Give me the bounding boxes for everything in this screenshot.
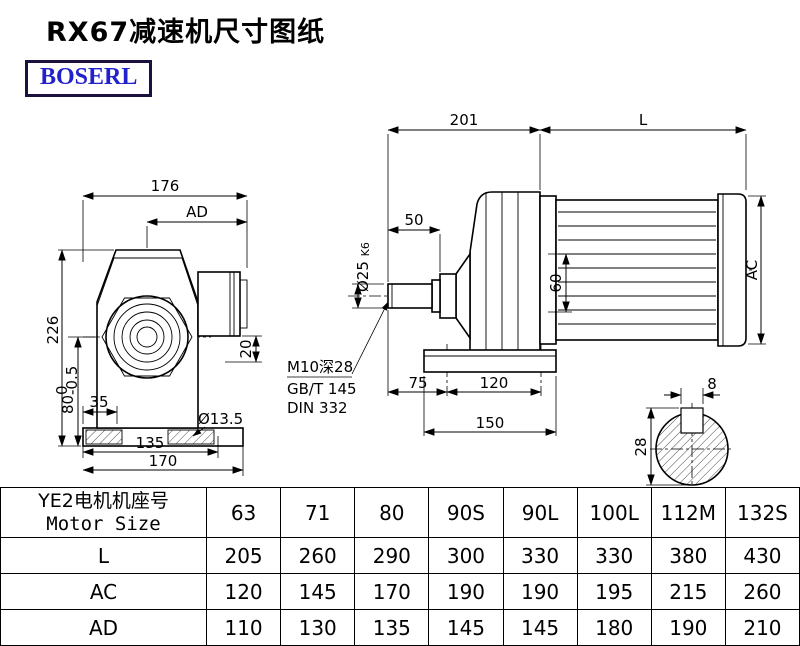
table-header-row: YE2电机机座号 Motor Size 63 71 80 90S 90L 100… <box>0 487 800 538</box>
dim-shaft-dia: Ø25 K6 <box>352 242 384 309</box>
dim-key-width: 8 <box>664 375 720 404</box>
dim-176: 176 <box>82 177 248 268</box>
motor-size-cell: 90S <box>428 487 504 538</box>
motor-size-cell: 112M <box>650 487 726 538</box>
value-cell: 430 <box>724 537 800 574</box>
motor-size-table: YE2电机机座号 Motor Size 63 71 80 90S 90L 100… <box>0 487 800 646</box>
note-thread: M10深28 <box>287 358 353 376</box>
value-cell: 190 <box>502 573 578 610</box>
header-label-cell: YE2电机机座号 Motor Size <box>0 487 207 538</box>
dim-170-label: 170 <box>149 452 178 470</box>
value-cell: 205 <box>205 537 282 574</box>
dim-226-label: 226 <box>44 316 62 345</box>
dim-150-label: 150 <box>476 414 505 432</box>
shaft-dia-label: Ø25 <box>354 261 372 292</box>
row-label-cell: AC <box>0 573 207 610</box>
dim-ac: AC <box>743 195 766 345</box>
value-cell: 300 <box>428 537 504 574</box>
page-title: RX67减速机尺寸图纸 <box>46 17 326 48</box>
motor-cooling-fins <box>558 211 716 325</box>
header-label-cn: YE2电机机座号 <box>38 489 169 512</box>
value-cell: 380 <box>650 537 726 574</box>
hole-dia-label: Ø13.5 <box>198 410 243 428</box>
row-label-cell: AD <box>0 609 207 646</box>
thread-note: M10深28 GB/T 145 DIN 332 <box>287 301 389 417</box>
dim-l: L <box>539 111 747 190</box>
value-cell: 145 <box>428 609 504 646</box>
dim-60-label: 60 <box>547 273 565 292</box>
dim-8-label: 8 <box>707 375 717 393</box>
dim-28: 28 <box>632 407 690 486</box>
note-din: DIN 332 <box>287 399 348 417</box>
dim-hole-dia: Ø13.5 <box>192 410 243 437</box>
dim-201-label: 201 <box>450 111 479 129</box>
side-view: 201 L 50 Ø25 K6 <box>287 111 766 436</box>
dim-135-label: 135 <box>136 434 165 452</box>
value-cell: 170 <box>354 573 430 610</box>
dim-80: 80 0 -0.5 <box>53 336 100 447</box>
dim-ad-label: AD <box>186 203 208 221</box>
value-cell: 210 <box>724 609 800 646</box>
dim-80-label: 80 <box>59 395 77 414</box>
value-cell: 260 <box>724 573 800 610</box>
value-cell: 130 <box>280 609 356 646</box>
dim-170: 170 <box>82 446 244 476</box>
dim-120: 120 <box>446 374 542 396</box>
motor-size-cell: 100L <box>576 487 652 538</box>
value-cell: 190 <box>428 573 504 610</box>
shaft-section-view: 8 28 <box>632 375 734 487</box>
dim-120-label: 120 <box>480 374 509 392</box>
motor-size-cell: 71 <box>280 487 356 538</box>
dim-201: 201 <box>387 111 541 396</box>
table-row-L: L 205 260 290 300 330 330 380 430 <box>0 537 800 574</box>
value-cell: 145 <box>280 573 356 610</box>
dim-28-label: 28 <box>632 437 650 456</box>
dim-ac-label: AC <box>743 260 761 280</box>
brand-logo: BOSERL <box>25 60 153 97</box>
dim-80-tol-lower: -0.5 <box>63 366 81 395</box>
motor-size-cell: 63 <box>205 487 282 538</box>
dim-75-label: 75 <box>408 374 427 392</box>
table-row-AC: AC 120 145 170 190 190 195 215 260 <box>0 573 800 610</box>
svg-text:Ø25 K6: Ø25 K6 <box>354 242 372 292</box>
dim-35-label: 35 <box>89 393 108 411</box>
value-cell: 120 <box>205 573 282 610</box>
technical-drawing: 176 AD 226 80 0 -0. <box>44 111 766 487</box>
value-cell: 195 <box>576 573 652 610</box>
value-cell: 110 <box>205 609 282 646</box>
value-cell: 190 <box>650 609 726 646</box>
dim-20: 20 <box>225 335 262 363</box>
shaft-tol-label: K6 <box>359 242 372 256</box>
value-cell: 330 <box>502 537 578 574</box>
note-gb: GB/T 145 <box>287 380 357 398</box>
value-cell: 180 <box>576 609 652 646</box>
value-cell: 215 <box>650 573 726 610</box>
dim-226: 226 <box>44 249 114 447</box>
dim-20-label: 20 <box>237 339 255 358</box>
dim-ad: AD <box>146 203 248 248</box>
dim-50: 50 <box>387 211 441 272</box>
value-cell: 260 <box>280 537 356 574</box>
value-cell: 145 <box>502 609 578 646</box>
value-cell: 330 <box>576 537 652 574</box>
header-label-en: Motor Size <box>46 512 161 535</box>
dim-135: 135 <box>82 434 219 458</box>
table-row-AD: AD 110 130 135 145 145 180 190 210 <box>0 609 800 646</box>
dim-80-tol-upper: 0 <box>53 385 71 395</box>
motor-size-cell: 80 <box>354 487 430 538</box>
dim-176-label: 176 <box>151 177 180 195</box>
value-cell: 135 <box>354 609 430 646</box>
motor-size-cell: 132S <box>724 487 800 538</box>
dim-l-label: L <box>639 111 648 129</box>
front-view: 176 AD 226 80 0 -0. <box>44 177 262 476</box>
dim-75: 75 <box>387 374 448 396</box>
dim-150: 150 <box>423 376 557 436</box>
value-cell: 290 <box>354 537 430 574</box>
dim-50-label: 50 <box>404 211 423 229</box>
dim-60: 60 <box>547 253 572 313</box>
dim-35: 35 <box>82 393 118 424</box>
row-label-cell: L <box>0 537 207 574</box>
motor-size-cell: 90L <box>502 487 578 538</box>
